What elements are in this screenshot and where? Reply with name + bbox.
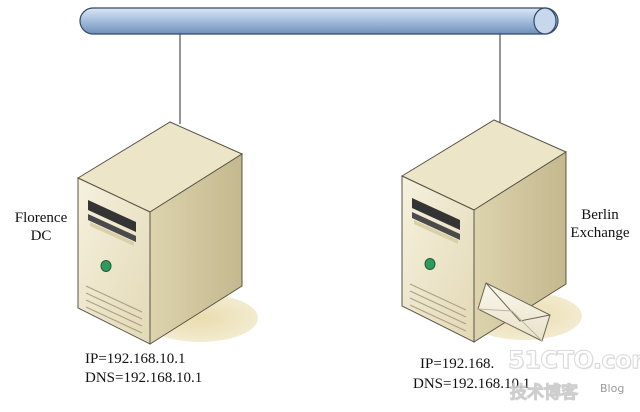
watermark-blog: Blog	[600, 382, 625, 395]
florence-ip-text: IP=192.168.10.1	[85, 351, 186, 367]
florence-name-line-2: DC	[30, 228, 52, 244]
florence-server-icon	[77, 121, 259, 345]
florence-dns-text: DNS=192.168.10.1	[85, 370, 203, 386]
berlin-dns-text: DNS=192.168.10.1	[413, 376, 531, 392]
florence-server-label: Florence DC	[6, 209, 76, 245]
network-bus	[79, 7, 559, 35]
florence-name-line-1: Florence	[14, 210, 68, 226]
berlin-ip-text: IP=192.168.	[420, 356, 495, 372]
berlin-server-label: Berlin Exchange	[560, 206, 640, 242]
berlin-name-line-1: Berlin	[581, 207, 619, 223]
watermark-subtitle: 技术博客	[510, 383, 579, 404]
berlin-name-line-2: Exchange	[570, 225, 630, 241]
envelope-icon	[477, 282, 551, 342]
watermark-site: 51CTO.com	[508, 346, 640, 375]
